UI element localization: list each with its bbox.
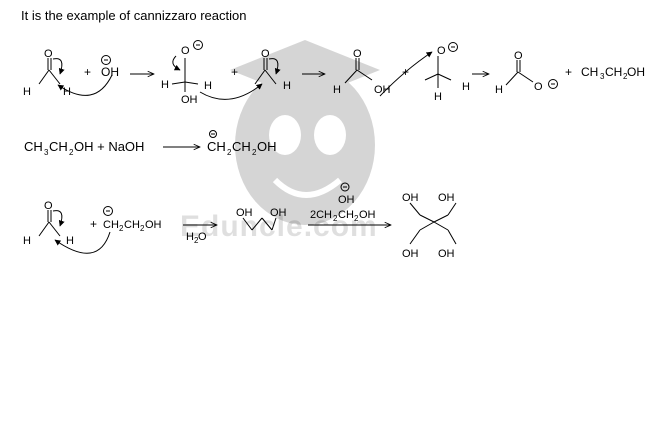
svg-text:3: 3 bbox=[600, 72, 605, 81]
svg-text:2: 2 bbox=[333, 214, 338, 223]
tetraol-oh-1: OH bbox=[402, 192, 419, 204]
page-title: It is the example of cannizzaro reaction bbox=[21, 8, 247, 23]
tetraol-oh-3: OH bbox=[402, 248, 419, 260]
svg-text:O: O bbox=[437, 45, 446, 57]
svg-text:H: H bbox=[66, 235, 74, 247]
svg-text:CH: CH bbox=[605, 65, 622, 79]
base-oh: OH bbox=[338, 194, 355, 206]
carbanion-product: CH bbox=[207, 139, 226, 154]
svg-text:CH: CH bbox=[124, 219, 140, 231]
formaldehyde-1 bbox=[38, 58, 65, 85]
plus-r3: + bbox=[90, 217, 97, 231]
naoh: OH + NaOH bbox=[74, 139, 144, 154]
mascot-watermark-icon bbox=[230, 40, 380, 225]
diol-oh-left: OH bbox=[236, 207, 253, 219]
svg-text:2: 2 bbox=[354, 214, 359, 223]
svg-text:H: H bbox=[23, 86, 31, 98]
svg-text:CH: CH bbox=[338, 209, 354, 221]
svg-text:OH: OH bbox=[257, 139, 277, 154]
plus-3: + bbox=[402, 65, 409, 79]
tetraol-oh-2: OH bbox=[438, 192, 455, 204]
svg-text:3: 3 bbox=[44, 148, 49, 157]
svg-text:H: H bbox=[495, 84, 503, 96]
svg-text:O: O bbox=[198, 231, 207, 243]
svg-text:O: O bbox=[514, 50, 523, 62]
methanol-ch: CH bbox=[581, 65, 598, 79]
svg-text:OH: OH bbox=[145, 219, 162, 231]
hydroxide: OH bbox=[101, 65, 119, 79]
svg-text:2: 2 bbox=[194, 236, 199, 245]
svg-text:H: H bbox=[161, 79, 169, 91]
ethanol-ch3: CH bbox=[24, 139, 43, 154]
plus-4: + bbox=[565, 65, 572, 79]
svg-text:O: O bbox=[534, 81, 543, 93]
svg-text:2: 2 bbox=[252, 148, 257, 157]
svg-text:O: O bbox=[44, 48, 53, 60]
svg-text:OH: OH bbox=[627, 65, 645, 79]
reagent-label: 2CH bbox=[310, 209, 332, 221]
svg-text:H: H bbox=[63, 86, 71, 98]
svg-text:2: 2 bbox=[119, 224, 124, 233]
svg-text:H: H bbox=[462, 81, 470, 93]
tetraol-oh-4: OH bbox=[438, 248, 455, 260]
svg-text:H: H bbox=[204, 80, 212, 92]
svg-text:H: H bbox=[333, 84, 341, 96]
diol-oh-right: OH bbox=[270, 207, 287, 219]
water-label: H bbox=[186, 231, 194, 243]
svg-text:O: O bbox=[261, 48, 270, 60]
carbon-oh: OH bbox=[181, 94, 198, 106]
svg-text:CH: CH bbox=[232, 139, 251, 154]
carbanion-r3: CH bbox=[103, 219, 119, 231]
oxide-o: O bbox=[181, 45, 190, 57]
svg-text:H: H bbox=[283, 80, 291, 92]
svg-text:H: H bbox=[434, 91, 442, 103]
svg-text:2: 2 bbox=[69, 148, 74, 157]
acid-oh: OH bbox=[374, 84, 391, 96]
svg-text:H: H bbox=[23, 235, 31, 247]
svg-text:O: O bbox=[44, 200, 53, 212]
svg-text:CH: CH bbox=[49, 139, 68, 154]
svg-text:O: O bbox=[353, 48, 362, 60]
svg-text:OH: OH bbox=[359, 209, 376, 221]
plus-2: + bbox=[231, 65, 238, 79]
svg-text:2: 2 bbox=[140, 224, 145, 233]
svg-text:2: 2 bbox=[227, 148, 232, 157]
plus-1: + bbox=[84, 65, 91, 79]
svg-text:2: 2 bbox=[623, 72, 628, 81]
